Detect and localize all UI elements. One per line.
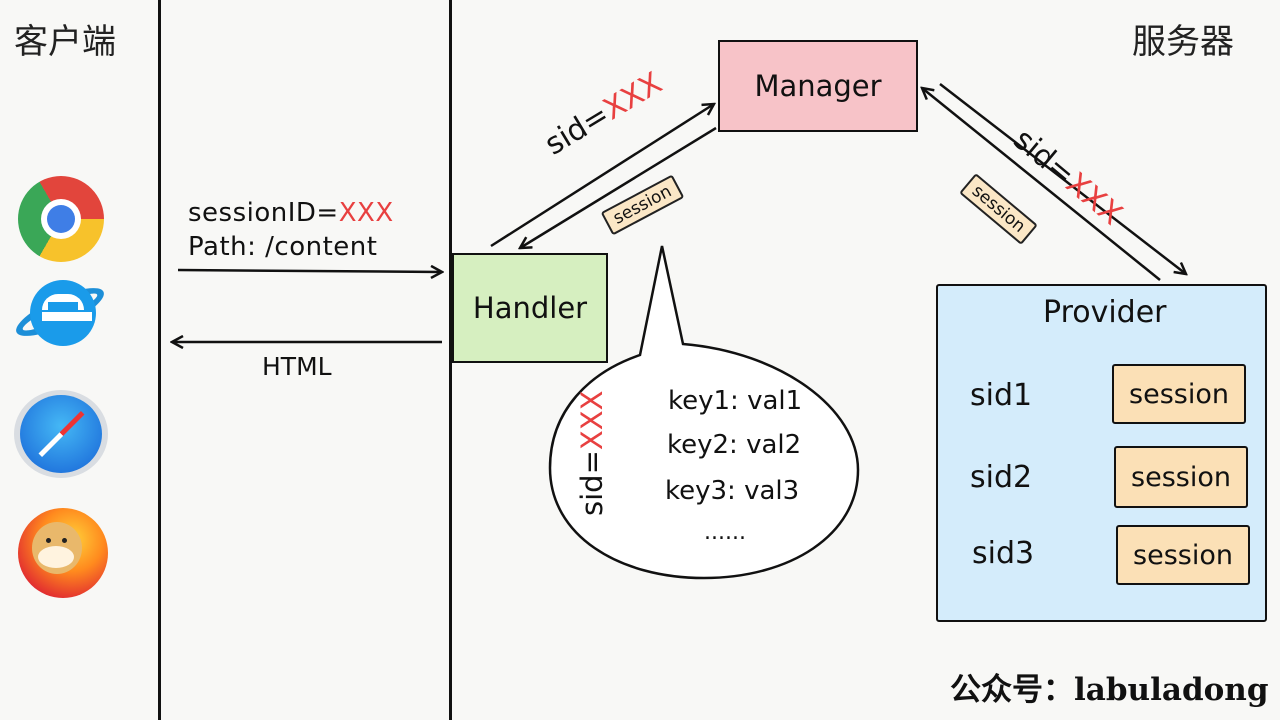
provider-sid-1: sid1: [970, 378, 1033, 413]
ie-icon: [10, 268, 110, 358]
session-bubble: [548, 245, 860, 580]
firefox-icon: [18, 508, 108, 598]
client-divider: [158, 0, 161, 720]
bubble-sid-value: XXX: [575, 390, 609, 451]
provider-title: Provider: [1043, 295, 1167, 330]
request-cookie-key: sessionID=: [188, 198, 339, 228]
client-title: 客户端: [14, 22, 116, 62]
manager-box: Manager: [718, 40, 918, 132]
request-cookie-value: XXX: [338, 198, 394, 228]
provider-session-2: session: [1114, 446, 1248, 508]
manager-to-handler-arrow: [520, 126, 717, 248]
bubble-line-1: key1: val1: [668, 386, 803, 416]
bubble-sid: sid=XXX: [575, 391, 609, 516]
response-label: HTML: [262, 352, 332, 381]
manager-to-provider-arrow: [939, 83, 1186, 274]
bubble-sid-key: sid=: [575, 450, 609, 516]
provider-session-3: session: [1116, 525, 1250, 585]
server-title: 服务器: [1132, 22, 1234, 62]
session-label: session: [1133, 539, 1233, 571]
provider-to-manager-arrow: [922, 88, 1161, 281]
provider-sid-2: sid2: [970, 460, 1033, 495]
footer-watermark: 公众号：labuladong: [950, 672, 1269, 708]
chrome-icon: [18, 176, 104, 262]
server-divider: [449, 0, 452, 720]
safari-icon: [14, 390, 108, 478]
request-path: Path: /content: [188, 232, 378, 262]
bubble-line-2: key2: val2: [667, 430, 802, 460]
session-label: session: [1129, 378, 1229, 410]
request-arrow: [177, 270, 442, 272]
manager-label: Manager: [754, 69, 882, 103]
request-label: sessionID=XXX Path: /content: [188, 196, 394, 264]
bubble-ellipsis: ......: [704, 520, 746, 545]
bubble-line-3: key3: val3: [665, 476, 800, 506]
handler-label: Handler: [472, 291, 588, 325]
session-label: session: [1131, 461, 1231, 493]
provider-session-1: session: [1112, 364, 1246, 424]
handler-to-manager-arrow: [490, 104, 714, 248]
provider-sid-3: sid3: [972, 536, 1035, 571]
handler-box: Handler: [452, 253, 608, 363]
